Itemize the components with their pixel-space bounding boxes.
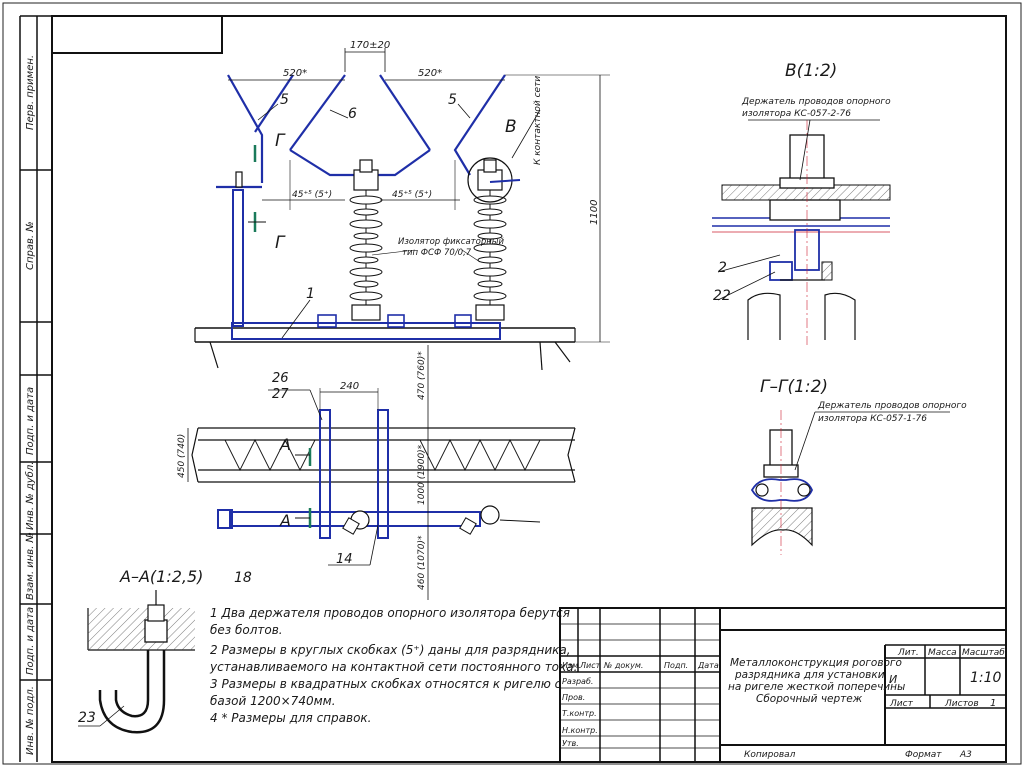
- callout-5-right: 5: [448, 92, 457, 108]
- view-aa-callout-23: 23: [78, 710, 96, 726]
- row-tkontr: Т.контр.: [562, 709, 597, 718]
- dim-450: 450 (740): [177, 434, 187, 478]
- dim-520-left: 520*: [283, 68, 307, 79]
- technical-notes: 1 Два держателя проводов опорного изолят…: [209, 606, 577, 725]
- stamp-podp-data-2: Подп. и дата: [25, 607, 36, 675]
- title-line-1: Металлоконструкция рогового: [730, 657, 902, 669]
- plan-view: 240 450 (740) 470 (760)* 1000 (1900)* 46…: [177, 345, 576, 600]
- insulator-left: [349, 159, 383, 321]
- callout-1: 1: [306, 286, 315, 302]
- insulator-right: [473, 159, 507, 321]
- insulator-note-2: тип ФСФ 70/0,7: [402, 248, 472, 258]
- view-aa-detail: А–А(1:2,5) 18 23: [78, 567, 252, 734]
- col-data: Дата: [697, 661, 719, 670]
- view-aa-title: А–А(1:2,5): [119, 567, 203, 586]
- dim-470: 470 (760)*: [417, 351, 427, 400]
- stamp-sprav-num: Справ. №: [25, 221, 36, 270]
- row-utv: Утв.: [562, 739, 579, 748]
- callout-27: 27: [272, 387, 289, 402]
- col-docnum: № докум.: [603, 661, 643, 670]
- callout-5-left: 5: [280, 92, 289, 108]
- note-line-1: 1 Два держателя проводов опорного изолят…: [210, 606, 570, 620]
- title-line-2: разрядника для установки: [734, 669, 885, 681]
- dim-460: 460 (1070)*: [417, 535, 427, 590]
- main-elevation-view: 170±20 520* 520* 1100 45⁺⁵ (5⁺) 45⁺⁵ (5⁺…: [194, 40, 610, 371]
- section-g-bottom: Г: [275, 233, 286, 253]
- stamp-podp-data-1: Подп. и дата: [25, 387, 36, 455]
- view-v-detail: В(1:2) Держатель проводов опорного изоля…: [712, 61, 891, 345]
- copied-label: Копировал: [744, 750, 796, 760]
- title-block: Металлоконструкция рогового разрядника д…: [559, 607, 1007, 763]
- note-line-6: базой 1200×740мм.: [210, 694, 336, 708]
- dim-520-right: 520*: [418, 68, 442, 79]
- insulator-note-1: Изолятор фиксаторный: [398, 237, 504, 247]
- section-a-bottom: А: [279, 511, 291, 530]
- inner-frame: [51, 15, 1007, 763]
- view-v-marker: В: [505, 117, 517, 137]
- row-prov: Пров.: [562, 693, 585, 702]
- stamp-inv-podl: Инв. № подл.: [25, 686, 36, 755]
- dim-angle-right: 45⁺⁵ (5⁺): [392, 190, 432, 200]
- dim-1100: 1100: [589, 200, 600, 225]
- stamp-inv-dubl: Инв. № дубл.: [24, 462, 36, 530]
- view-v-note-2: изолятора КС-057-2-76: [742, 109, 851, 119]
- view-gg-detail: Г–Г(1:2) Держатель проводов опорного изо…: [750, 377, 967, 555]
- section-g-top: Г: [275, 131, 286, 151]
- view-v-callout-2: 2: [718, 260, 727, 276]
- lit-label: Лит.: [897, 648, 919, 658]
- note-line-5: 3 Размеры в квадратных скобках относятся…: [210, 677, 562, 691]
- col-list: Лист: [579, 661, 601, 670]
- view-v-title: В(1:2): [785, 61, 837, 81]
- callout-6: 6: [348, 106, 357, 122]
- note-line-4: устанавливаемого на контактной сети пост…: [209, 660, 577, 674]
- lit-value: И: [889, 673, 897, 686]
- section-a-top: А: [279, 435, 291, 454]
- callout-26: 26: [272, 371, 289, 386]
- view-gg-title: Г–Г(1:2): [760, 377, 828, 397]
- callout-14: 14: [336, 552, 353, 567]
- stamp-vzam-inv: Взам. инв. №: [25, 532, 36, 600]
- stamp-perv-primen: Перв. примен.: [25, 55, 36, 130]
- dim-angle-left: 45⁺⁵ (5⁺): [292, 190, 332, 200]
- side-stamp-column: Перв. примен. Справ. № Подп. и дата Инв.…: [19, 15, 52, 762]
- format-label: Формат: [905, 750, 942, 760]
- sheets-label: Листов: [944, 699, 979, 709]
- view-v-callout-22: 22: [713, 288, 731, 304]
- row-nkontr: Н.контр.: [562, 726, 598, 735]
- massa-label: Масса: [928, 648, 957, 658]
- title-line-3: на ригеле жесткой поперечины: [728, 681, 905, 693]
- note-line-3: 2 Размеры в круглых скобках (5⁺) даны дл…: [210, 643, 571, 657]
- sheets-value: 1: [990, 698, 996, 709]
- view-gg-note-2: изолятора КС-057-1-76: [818, 414, 927, 424]
- scale-value: 1:10: [970, 670, 1002, 686]
- view-gg-note-1: Держатель проводов опорного: [817, 401, 967, 411]
- dim-240: 240: [340, 381, 359, 392]
- note-line-2: без болтов.: [210, 623, 283, 637]
- format-value: А3: [959, 750, 972, 760]
- note-line-7: 4 * Размеры для справок.: [210, 711, 371, 725]
- dim-1000: 1000 (1900)*: [417, 444, 427, 505]
- scale-label: Масштаб: [962, 648, 1005, 658]
- col-podp: Подп.: [664, 661, 688, 670]
- top-left-stamp-box: [51, 15, 223, 54]
- view-aa-callout-18: 18: [234, 570, 252, 586]
- col-izm: Изм.: [562, 661, 581, 670]
- dim-170: 170±20: [350, 40, 390, 51]
- sheet-label: Лист: [889, 699, 914, 709]
- wire-note: К контактной сети: [533, 76, 543, 165]
- view-v-note-1: Держатель проводов опорного: [741, 97, 891, 107]
- row-razrab: Разраб.: [562, 677, 593, 686]
- title-line-4: Сборочный чертеж: [756, 693, 863, 705]
